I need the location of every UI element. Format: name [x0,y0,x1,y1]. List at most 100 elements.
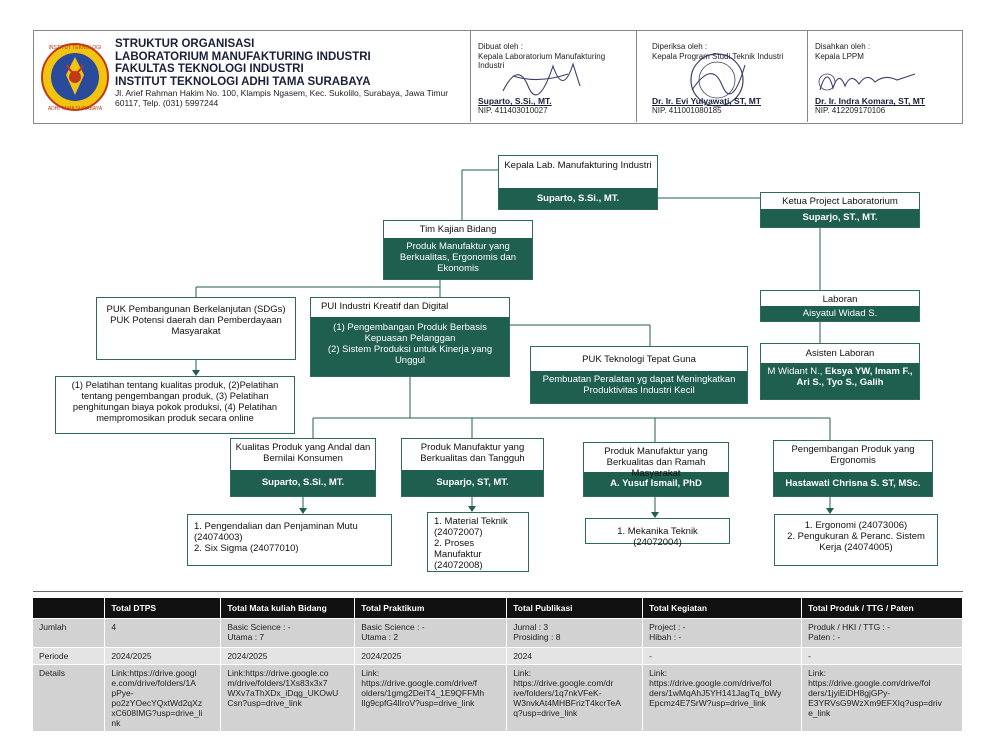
group-2-title: Produk Manufaktur yang Berkualitas dan T… [402,439,543,470]
header-title-line-2: LABORATORIUM MANUFAKTURING INDUSTRI [115,50,371,63]
group-2-courses: 1. Material Teknik (24072007) 2. Proses … [427,512,529,572]
org-chart-connectors [192,169,834,518]
group-2: Produk Manufaktur yang Berkualitas dan T… [401,438,544,497]
header-box [33,30,963,124]
header-title-block: STRUKTUR ORGANISASI LABORATORIUM MANUFAK… [115,38,465,108]
cell-r2-c6[interactable]: Link: https://drive.google.com/drive/fol… [801,664,963,731]
cell-r0-c5: Project : - Hibah : - [642,618,803,648]
node-puk-ttg: PUK Teknologi Tepat Guna Pembuatan Peral… [530,346,748,404]
group-1-courses: 1. Pengendalian dan Penjaminan Mutu (240… [187,514,392,566]
signature-block-2: Diperiksa oleh : Kepala Program Studi Te… [652,42,804,118]
node-pui: PUI Industri Kreatif dan Digital (1) Pen… [310,297,510,377]
group-4-courses: 1. Ergonomi (24073006) 2. Pengukuran & P… [774,514,938,566]
cell-r2-c2[interactable]: Link:https://drive.google.co m/drive/fol… [220,664,356,731]
group-1-name: Suparto, S.Si., MT. [231,470,375,496]
logo-text-top: INSTITUT TEKNOLOGI [49,45,102,51]
group-3-title: Produk Manufaktur yang Berkualitas dan R… [584,443,728,479]
cell-r2-c0: Details [33,664,106,731]
tim-desc: Produk Manufaktur yang Berkualitas, Ergo… [384,238,532,279]
laboran-name: Aisyatul Widad S. [761,306,919,321]
summary-table: Total DTPS Total Mata kuliah Bidang Tota… [33,598,963,731]
sig1-position: Kepala Laboratorium Manufakturing Indust… [478,51,606,71]
header-title-line-4: INSTITUT TEKNOLOGI ADHI TAMA SURABAYA [115,75,371,88]
sig3-name: Dr. Ir. Indra Komara, ST, MT [815,96,926,106]
cell-r2-c4[interactable]: Link: https://drive.google.com/dr ive/fo… [506,664,644,731]
group-4-title: Pengembangan Produk yang Ergonomis [774,441,932,472]
cell-r1-c3: 2024/2025 [354,647,508,665]
cell-r2-c5[interactable]: Link: https://drive.google.com/drive/fol… [642,664,803,731]
logo-text-bottom: ADHI TAMA SURABAYA [48,106,103,112]
sig3-signature [818,73,916,91]
sig2-nip: NIP. 411001080185 [652,106,722,115]
header-address: Jl. Arief Rahman Hakim No. 100, Klampis … [115,88,449,108]
sig2-stamp [690,53,746,107]
asisten-names: M Widant N., Eksya YW, Imam F., Ari S., … [761,363,919,399]
sig3-nip: NIP. 412209170106 [815,106,886,115]
institution-logo: INSTITUT TEKNOLOGI ADHI TAMA SURABAYA [40,37,110,117]
asisten-name-prefix: M Widant N., [767,366,826,377]
cell-r1-c6: - [801,647,963,665]
cell-r1-c0: Periode [33,647,106,665]
th-1: Total DTPS [104,598,222,619]
th-0 [33,598,106,619]
cell-r1-c1: 2024/2025 [104,647,222,665]
group-3-courses: 1. Mekanika Teknik (24072004) [585,518,730,548]
pui-title: PUI Industri Kreatif dan Digital [311,298,509,317]
sig1-role: Dibuat oleh : [478,42,523,51]
sig1-nip: NIP. 411403010027 [478,106,548,115]
node-project: Ketua Project Laboratorium Suparjo, ST.,… [760,192,920,228]
puk-ttg-title: PUK Teknologi Tepat Guna [531,347,747,371]
th-5: Total Kegiatan [642,598,803,619]
signature-block-3: Disahkan oleh : Kepala LPPM Dr. Ir. Indr… [815,42,959,118]
table-row: Details Link:https://drive.googl e.com/d… [33,664,963,731]
node-laboran: Laboran Aisyatul Widad S. [760,290,920,322]
asisten-name-bold: Eksya YW, Imam F., Ari S., Tyo S., Galih [796,366,913,388]
header-title-line-3: FAKULTAS TEKNOLOGI INDUSTRI [115,63,304,75]
group-1: Kualitas Produk yang Andal dan Bernilai … [230,438,376,497]
cell-r1-c5: - [642,647,803,665]
cell-r0-c3: Basic Science : - Utama : 2 [354,618,508,648]
header-title-line-1: STRUKTUR ORGANISASI [115,38,255,50]
sig1-signature [502,62,581,96]
header-divider-1 [470,30,471,122]
table-header-row: Total DTPS Total Mata kuliah Bidang Tota… [33,598,963,619]
table-divider [33,591,963,592]
laboran-title: Laboran [761,291,919,306]
sig3-position: Kepala LPPM [815,51,864,61]
group-3: Produk Manufaktur yang Berkualitas dan R… [583,442,729,497]
head-name: Suparto, S.Si., MT. [499,188,657,209]
group-3-name: A. Yusuf Ismail, PhD [584,472,728,496]
project-name: Suparjo, ST., MT. [761,209,919,227]
th-3: Total Praktikum [354,598,508,619]
th-4: Total Publikasi [506,598,644,619]
node-tim-kajian: Tim Kajian Bidang Produk Manufaktur yang… [383,220,533,280]
sig2-name: Dr. Ir. Evi Yulyawati, ST, MT [652,96,761,106]
puk-ttg-desc: Pembuatan Peralatan yg dapat Meningkatka… [531,371,747,403]
cell-r0-c0: Jumlah [33,618,106,648]
cell-r1-c4: 2024 [506,647,644,665]
node-puk-sdg: PUK Pembangunan Berkelanjutan (SDGs) PUK… [96,297,296,360]
group-4: Pengembangan Produk yang Ergonomis Hasta… [773,440,933,497]
group-1-title: Kualitas Produk yang Andal dan Bernilai … [231,439,375,470]
cell-r0-c4: Jurnal : 3 Prosiding : 8 [506,618,644,648]
group-2-name: Suparjo, ST, MT. [402,470,543,496]
cell-r2-c3[interactable]: Link: https://drive.google.com/drive/f o… [354,664,508,731]
sig3-role: Disahkan oleh : [815,42,871,51]
node-head: Kepala Lab. Manufakturing Industri Supar… [498,155,658,210]
node-pelatihan: (1) Pelatihan tentang kualitas produk, (… [55,376,295,434]
header-divider-3 [807,30,808,122]
sig2-role: Diperiksa oleh : [652,42,708,51]
cell-r1-c2: 2024/2025 [220,647,356,665]
sig2-position: Kepala Program Studi Teknik Industri [652,51,784,61]
cell-r0-c6: Produk / HKI / TTG : - Paten : - [801,618,963,648]
header-divider-2 [636,30,637,122]
sig1-name: Suparto, S.Si., MT. [478,96,552,106]
cell-r0-c2: Basic Science : - Utama : 7 [220,618,356,648]
cell-r0-c1: 4 [104,618,222,648]
pui-desc: (1) Pengembangan Produk Berbasis Kepuasa… [311,317,509,376]
group-4-name: Hastawati Chrisna S. ST, MSc. [774,472,932,496]
th-2: Total Mata kuliah Bidang [220,598,356,619]
tim-title: Tim Kajian Bidang [384,221,532,238]
cell-r2-c1[interactable]: Link:https://drive.googl e.com/drive/fol… [104,664,222,731]
head-title: Kepala Lab. Manufakturing Industri [499,156,657,188]
